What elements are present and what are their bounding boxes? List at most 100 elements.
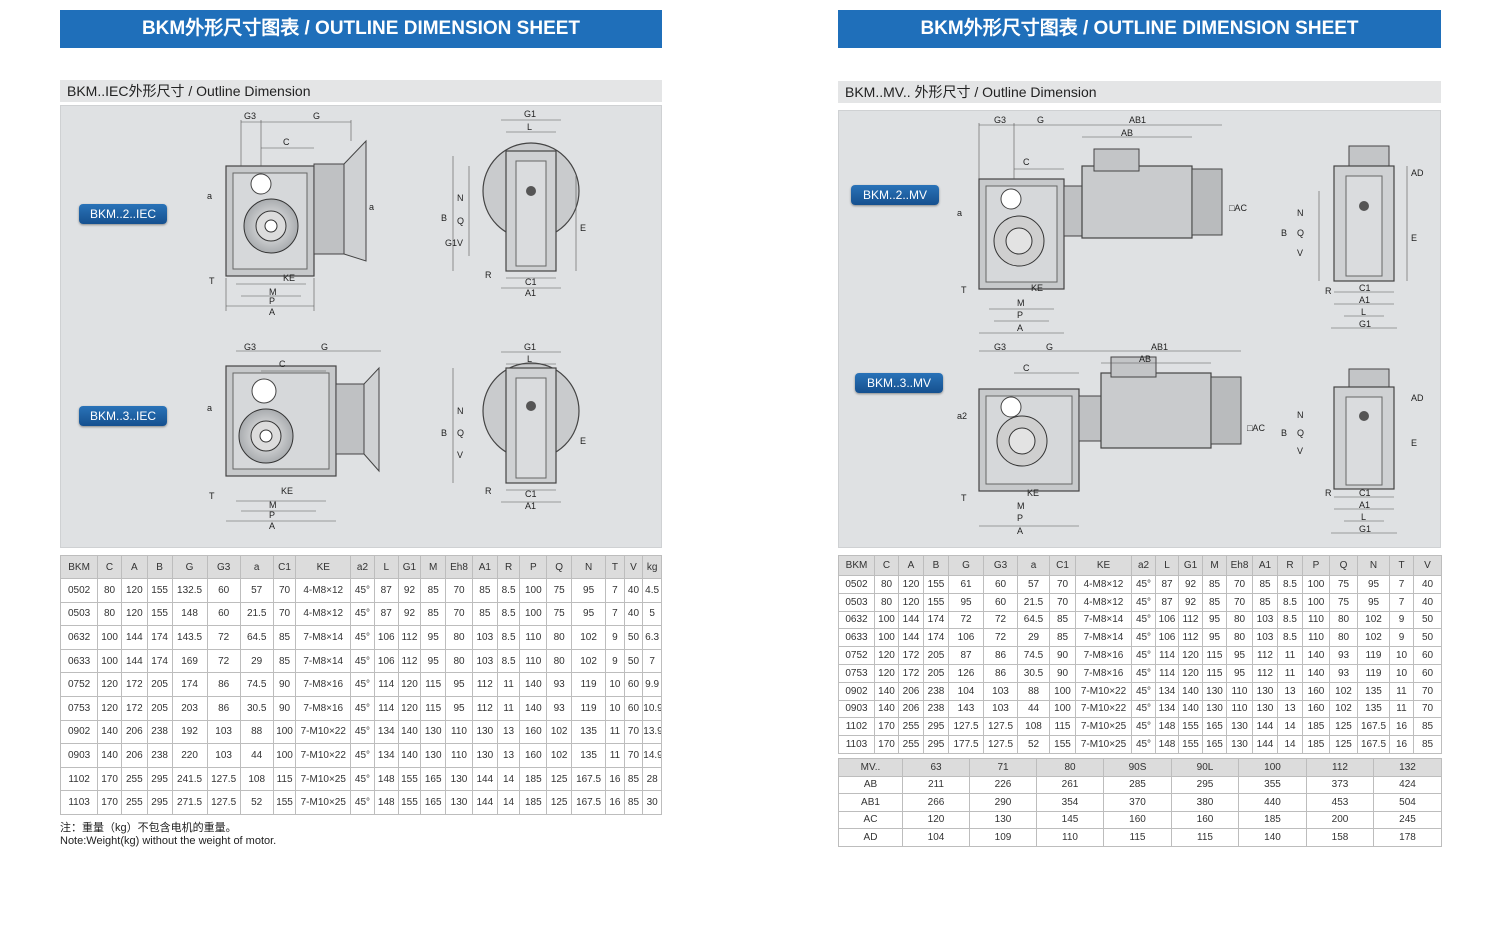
table-cell: 170 <box>874 735 899 754</box>
table-cell: 203 <box>171 695 208 721</box>
table-cell: 14 <box>496 790 521 815</box>
mv-label-t-lower: T <box>961 493 967 503</box>
table-cell: 115 <box>420 672 447 697</box>
mv-label-b-lower: B <box>1281 428 1287 438</box>
table-cell: 10 <box>1389 663 1414 683</box>
right-col-header: C1 <box>1049 555 1076 576</box>
table-cell: 155 <box>1178 717 1203 737</box>
bkm3-mv-front-view: B N Q V R C1 A1 L G1 E AD <box>1281 368 1424 534</box>
table-cell: 13 <box>496 743 521 768</box>
right-col-header: G1 <box>1178 555 1203 576</box>
table-cell: 155 <box>1178 735 1203 754</box>
table-cell: 0902 <box>59 719 99 745</box>
table-cell: 255 <box>120 766 148 792</box>
table-cell: 126 <box>948 663 984 683</box>
table-cell: 115 <box>420 695 447 721</box>
table-cell: 245 <box>1373 810 1442 829</box>
table-cell: 92 <box>1178 592 1203 612</box>
table-cell: 80 <box>445 625 473 650</box>
table-cell: 90 <box>1049 646 1076 665</box>
table-cell: 57 <box>239 578 274 603</box>
table-cell: 145 <box>1036 810 1104 829</box>
left-col-header: N <box>571 555 607 579</box>
table-cell: 30.5 <box>239 695 274 721</box>
table-cell: 95 <box>420 648 447 674</box>
table-cell: 238 <box>923 681 949 701</box>
table-cell: 119 <box>571 672 607 697</box>
label-g: G <box>313 111 320 121</box>
table-cell: 205 <box>146 695 173 721</box>
right-col-header: N <box>1357 555 1390 576</box>
table-cell: 112 <box>471 672 498 697</box>
table-cell: 160 <box>1302 681 1330 701</box>
mv-label-ad-lower: AD <box>1411 393 1424 403</box>
table-cell: 7-M8×14 <box>1075 610 1132 630</box>
table-cell: 127.5 <box>206 790 241 815</box>
table-cell: 100 <box>519 578 548 603</box>
table-cell: 172 <box>120 695 148 721</box>
table-cell: 140 <box>1238 828 1307 847</box>
mv-label-a: a <box>957 208 962 218</box>
table-cell: 140 <box>1302 646 1330 665</box>
table-cell: 140 <box>1302 663 1330 683</box>
table-cell: 45° <box>350 719 375 745</box>
table-cell: 80 <box>1329 610 1358 630</box>
table-cell: 95 <box>948 592 984 612</box>
table-cell: 44 <box>1017 699 1050 719</box>
table-cell: 80 <box>546 648 573 674</box>
table-cell: 103 <box>1252 628 1278 648</box>
table-cell: 14.9 <box>642 743 662 768</box>
table-cell: 112 <box>1252 646 1278 665</box>
mv-label-g3: G3 <box>994 115 1006 125</box>
table-cell: 130 <box>969 810 1037 829</box>
mv-label-n-lower: N <box>1297 410 1304 420</box>
table-cell: 170 <box>97 766 122 792</box>
table-cell: 155 <box>272 790 297 815</box>
table-cell: 100 <box>1302 575 1330 594</box>
mv-col-header: MV.. <box>838 758 903 777</box>
mv-label-c1-lower: C1 <box>1359 488 1371 498</box>
table-cell: 72 <box>983 628 1018 648</box>
label-l: L <box>527 122 532 132</box>
table-cell: 103 <box>471 625 498 650</box>
table-cell: 4-M8×12 <box>1075 575 1132 594</box>
label-b: B <box>441 213 447 223</box>
table-cell: 9 <box>1389 628 1414 648</box>
table-cell: 110 <box>1226 699 1253 719</box>
left-col-header: T <box>605 555 625 579</box>
table-cell: 0633 <box>59 648 99 674</box>
table-cell: 8.5 <box>496 625 521 650</box>
table-cell: 60 <box>1413 646 1442 665</box>
label-c1-lower: C1 <box>525 489 537 499</box>
table-cell: 120 <box>1178 663 1203 683</box>
table-cell: 354 <box>1036 793 1104 812</box>
label-g3-lower: G3 <box>244 342 256 352</box>
table-cell: 169 <box>171 648 208 674</box>
left-col-header: G1 <box>397 555 422 579</box>
table-cell: 143.5 <box>171 625 208 650</box>
mv-label-a-big: A <box>1017 323 1023 333</box>
table-cell: 155 <box>923 592 949 612</box>
mv-label-a1-lower: A1 <box>1359 500 1370 510</box>
table-cell: 160 <box>519 719 548 745</box>
mv-label-ad: AD <box>1411 168 1424 178</box>
table-cell: 144 <box>1252 735 1278 754</box>
pill-bkm2-mv: BKM..2..MV <box>851 185 939 205</box>
table-cell: 0503 <box>59 601 99 627</box>
table-cell: 45° <box>1131 681 1156 701</box>
table-cell: 424 <box>1373 775 1442 794</box>
table-cell: 45° <box>1131 735 1156 754</box>
table-cell: 165 <box>420 766 447 792</box>
right-col-header: R <box>1277 555 1303 576</box>
table-cell: 185 <box>1238 810 1307 829</box>
table-cell: 112 <box>397 648 422 674</box>
table-cell: 70 <box>272 578 297 603</box>
table-cell: 127.5 <box>983 735 1018 754</box>
